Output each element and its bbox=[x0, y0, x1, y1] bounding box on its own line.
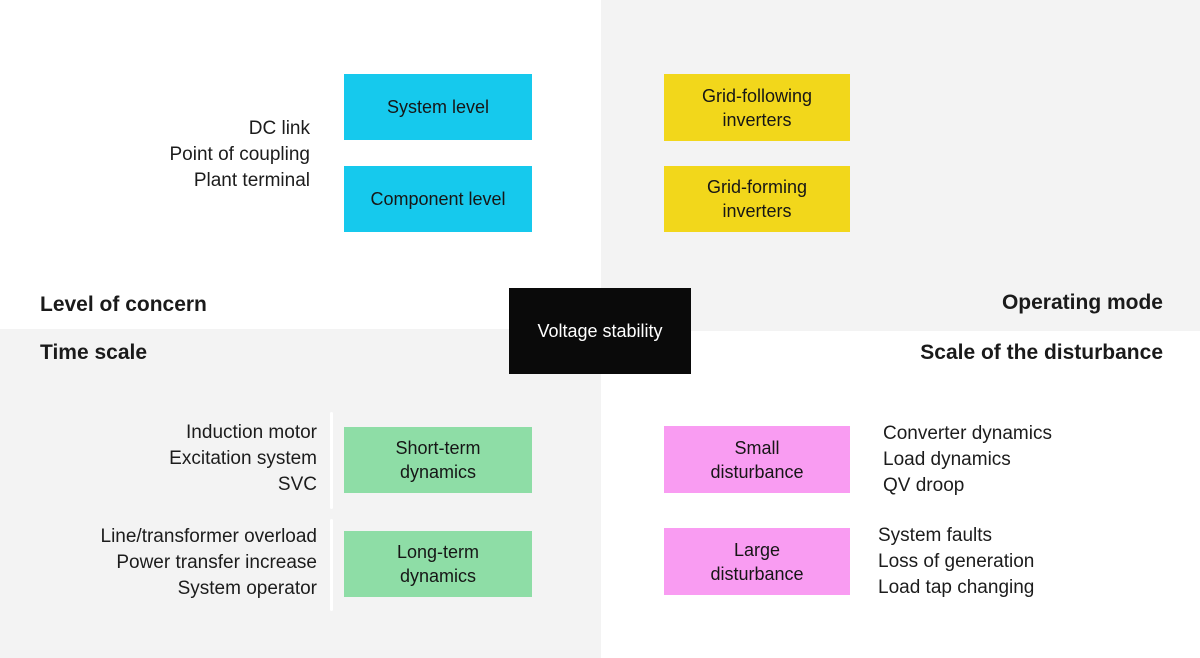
time-scale-panel-background bbox=[0, 329, 601, 658]
voltage-stability-center-box: Voltage stability bbox=[509, 288, 691, 374]
box-system-level: System level bbox=[344, 74, 532, 140]
center-box-label: Voltage stability bbox=[537, 320, 663, 341]
box-grid-following-inverters: Grid-following inverters bbox=[664, 74, 850, 141]
quadrant-title-scale-of-the-disturbance: Scale of the disturbance bbox=[920, 341, 1163, 364]
box-label: System level bbox=[386, 97, 490, 117]
box-component-level: Component level bbox=[344, 166, 532, 232]
list-item: System faults bbox=[878, 525, 993, 546]
small-disturbance-item-list: Converter dynamics Load dynamics QV droo… bbox=[883, 421, 1052, 499]
list-item: QV droop bbox=[883, 475, 965, 496]
box-short-term-dynamics: Short-term dynamics bbox=[344, 427, 532, 493]
list-item: Induction motor bbox=[186, 422, 317, 443]
operating-mode-panel-background bbox=[601, 0, 1200, 331]
long-term-item-list: Line/transformer overload Power transfer… bbox=[101, 524, 318, 602]
box-large-disturbance: Large disturbance bbox=[664, 528, 850, 595]
list-item: SVC bbox=[277, 474, 317, 495]
quadrant-title-operating-mode: Operating mode bbox=[1001, 291, 1163, 314]
quadrant-title-time-scale: Time scale bbox=[40, 341, 148, 364]
short-term-item-list: Induction motor Excitation system SVC bbox=[169, 420, 317, 498]
box-label: Component level bbox=[370, 189, 506, 209]
list-item: Line/transformer overload bbox=[100, 526, 318, 547]
list-item: Converter dynamics bbox=[883, 423, 1052, 444]
list-item: System operator bbox=[177, 578, 317, 599]
divider-line bbox=[330, 519, 333, 611]
box-label: Small disturbance bbox=[710, 437, 804, 482]
list-item: Point of coupling bbox=[169, 144, 311, 165]
list-item: Excitation system bbox=[169, 448, 317, 469]
box-label: Grid-forming inverters bbox=[706, 177, 808, 221]
quadrant-title-level-of-concern: Level of concern bbox=[40, 293, 207, 316]
box-label: Large disturbance bbox=[710, 539, 804, 584]
divider-line bbox=[330, 412, 333, 509]
list-item: Loss of generation bbox=[878, 551, 1035, 572]
list-item: Power transfer increase bbox=[116, 552, 317, 573]
box-grid-forming-inverters: Grid-forming inverters bbox=[664, 166, 850, 232]
list-item: DC link bbox=[248, 118, 310, 139]
level-of-concern-item-list: DC link Point of coupling Plant terminal bbox=[170, 116, 311, 194]
box-small-disturbance: Small disturbance bbox=[664, 426, 850, 493]
list-item: Plant terminal bbox=[193, 170, 310, 191]
box-label: Short-term dynamics bbox=[395, 438, 481, 482]
list-item: Load tap changing bbox=[878, 577, 1035, 598]
box-label: Grid-following inverters bbox=[701, 85, 813, 130]
large-disturbance-item-list: System faults Loss of generation Load ta… bbox=[878, 523, 1034, 601]
list-item: Load dynamics bbox=[883, 449, 1011, 470]
box-label: Long-term dynamics bbox=[396, 542, 480, 586]
box-long-term-dynamics: Long-term dynamics bbox=[344, 531, 532, 597]
